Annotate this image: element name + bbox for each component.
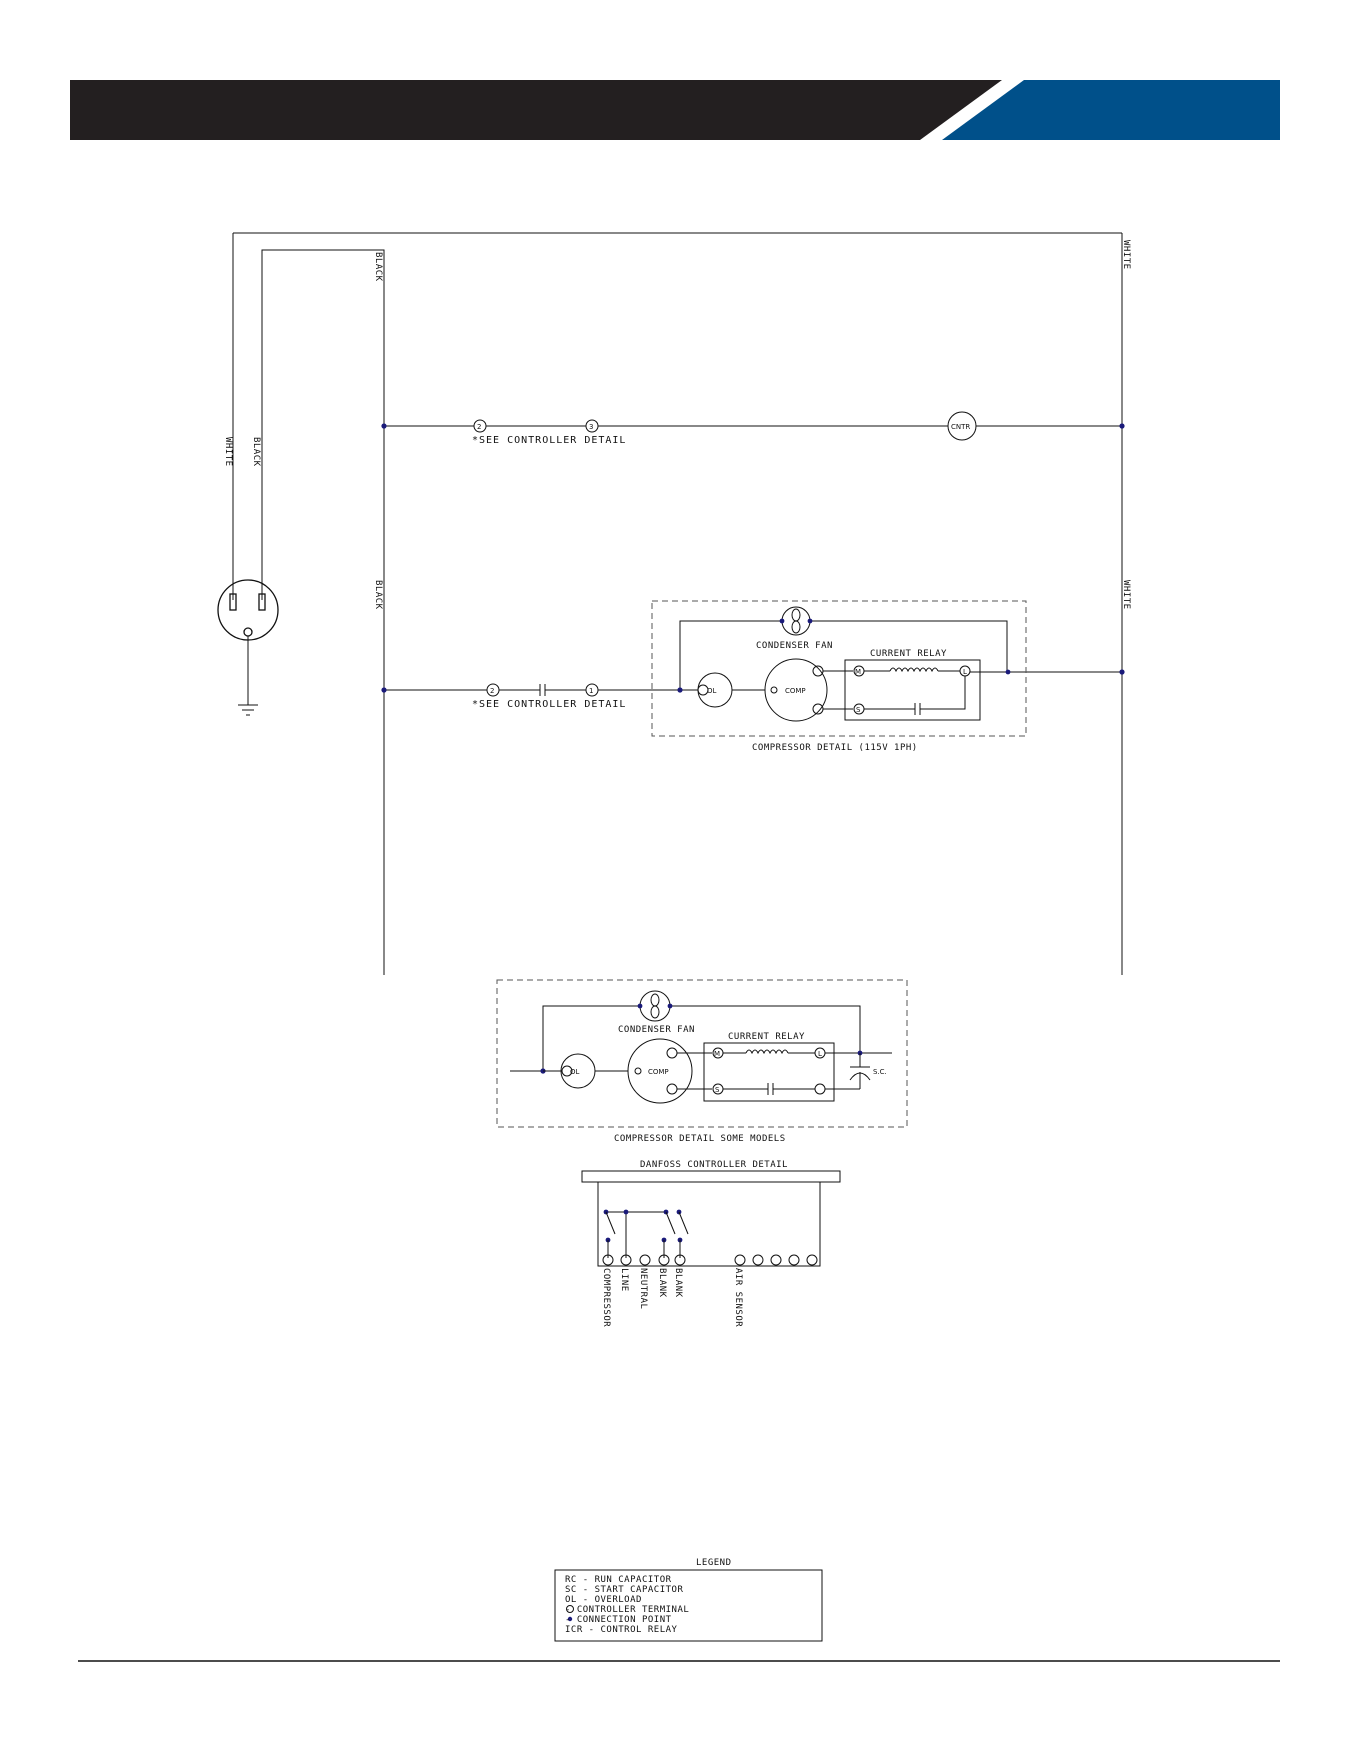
connection-point — [381, 423, 387, 429]
relay-terminal-l: L — [963, 668, 967, 676]
compressor-detail-title: COMPRESSOR DETAIL (115V 1PH) — [752, 743, 918, 753]
danfoss-terminal-icon — [658, 1254, 670, 1266]
compressor-label: COMP — [785, 687, 806, 695]
legend-item: SC - START CAPACITOR — [565, 1585, 683, 1595]
condenser-fan-label: CONDENSER FAN — [756, 641, 833, 651]
legend-item: ICR - CONTROL RELAY — [565, 1625, 678, 1635]
legend-connection-icon — [567, 1616, 573, 1622]
controller-terminal-icon — [486, 683, 500, 697]
header-dark-band — [70, 80, 1002, 140]
overload-label: OL — [570, 1068, 580, 1076]
danfoss-sensor-terminal-icon — [806, 1254, 818, 1266]
danfoss-terminal-label-neutral: NEUTRAL — [638, 1268, 648, 1309]
wire-label-white-cord: WHITE — [223, 437, 233, 467]
danfoss-terminal-icon — [620, 1254, 632, 1266]
compressor-detail-some-models: COMPRESSOR DETAIL SOME MODELS CONDENSER … — [496, 979, 908, 1144]
danfoss-terminal-label-compressor: COMPRESSOR — [601, 1268, 611, 1327]
legend-box — [554, 1569, 823, 1642]
overload-label: OL — [707, 687, 717, 695]
current-relay-label: CURRENT RELAY — [870, 649, 947, 659]
controller-terminal-label: 2 — [477, 423, 481, 431]
plug-prong-right — [258, 593, 266, 611]
relay-terminal-m: M — [855, 668, 861, 676]
danfoss-sensor-terminal-icon — [770, 1254, 782, 1266]
controller-detail-note: *SEE CONTROLLER DETAIL — [472, 435, 626, 446]
danfoss-terminal-label-blank: BLANK — [657, 1268, 667, 1298]
header-blue-band — [942, 80, 1280, 140]
wire-label-white-mid: WHITE — [1121, 580, 1131, 610]
plug-ground-pin — [243, 627, 253, 637]
wire-label-white-top: WHITE — [1121, 240, 1131, 270]
controller-cntr-icon — [947, 411, 977, 441]
current-relay-label: CURRENT RELAY — [728, 1032, 805, 1042]
legend-title: LEGEND — [696, 1558, 732, 1568]
relay-coil-icon — [889, 667, 939, 673]
danfoss-terminal-icon — [602, 1254, 614, 1266]
start-capacitor-label: S.C. — [873, 1068, 887, 1076]
compressor-detail-some-box — [496, 979, 908, 1128]
plug-prong-left — [229, 593, 237, 611]
wire-label-black-top: BLACK — [373, 252, 383, 282]
connection-point — [1119, 423, 1125, 429]
danfoss-terminal-icon — [639, 1254, 651, 1266]
controller-terminal-label: 1 — [589, 687, 593, 695]
relay-terminal-l: L — [818, 1050, 822, 1058]
relay-terminal-s: S — [856, 706, 861, 714]
danfoss-title: DANFOSS CONTROLLER DETAIL — [640, 1160, 788, 1170]
power-plug — [217, 579, 279, 716]
ground-symbol-icon — [238, 704, 258, 716]
danfoss-top-bar — [581, 1170, 841, 1183]
relay-coil-icon — [745, 1049, 789, 1055]
controller-circuit: 2 3 *SEE CONTROLLER DETAIL CNTR — [381, 411, 1125, 446]
connection-point — [381, 687, 387, 693]
connection-point — [1119, 669, 1125, 675]
danfoss-sensor-terminal-icon — [734, 1254, 746, 1266]
wire-label-black-mid: BLACK — [373, 580, 383, 610]
legend: LEGEND RC - RUN CAPACITOR SC - START CAP… — [554, 1558, 823, 1642]
compressor-detail-some-title: COMPRESSOR DETAIL SOME MODELS — [614, 1134, 786, 1144]
current-relay-box — [844, 659, 981, 721]
cntr-label: CNTR — [951, 423, 970, 431]
legend-item: - CONTROLLER TERMINAL — [565, 1605, 689, 1615]
compressor-icon — [764, 658, 828, 722]
compressor-label: COMP — [648, 1068, 669, 1076]
danfoss-sensor-terminal-icon — [788, 1254, 800, 1266]
controller-terminal-icon — [585, 683, 599, 697]
danfoss-terminal-label-line: LINE — [619, 1268, 629, 1292]
controller-terminal-icon — [585, 419, 599, 433]
controller-terminal-label: 3 — [589, 423, 593, 431]
legend-item: - CONNECTION POINT — [565, 1615, 672, 1625]
controller-terminal-icon — [473, 419, 487, 433]
danfoss-body — [597, 1181, 821, 1267]
danfoss-terminal-label-blank: BLANK — [673, 1268, 683, 1298]
current-relay-box — [703, 1042, 835, 1102]
controller-detail-note: *SEE CONTROLLER DETAIL — [472, 699, 626, 710]
legend-item: OL - OVERLOAD — [565, 1595, 642, 1605]
danfoss-air-sensor-label: AIR SENSOR — [733, 1268, 743, 1327]
wire-label-black-cord: BLACK — [251, 437, 261, 467]
main-schematic: BLACK WHITE WHITE BLACK BLACK WHITE — [217, 232, 1131, 975]
header-banner — [70, 80, 1280, 140]
compressor-icon — [627, 1038, 693, 1104]
danfoss-controller-detail: DANFOSS CONTROLLER DETAIL COMPRESSOR LIN… — [581, 1160, 841, 1327]
plug-body — [217, 579, 279, 641]
relay-terminal-s: S — [715, 1086, 720, 1094]
condenser-fan-label: CONDENSER FAN — [618, 1025, 695, 1035]
relay-terminal-m: M — [714, 1050, 720, 1058]
danfoss-sensor-terminal-icon — [752, 1254, 764, 1266]
controller-terminal-label: 2 — [490, 687, 494, 695]
legend-item: RC - RUN CAPACITOR — [565, 1575, 672, 1585]
danfoss-terminal-icon — [674, 1254, 686, 1266]
compressor-circuit: 2 1 *SEE CONTROLLER DETAIL COMPRESSOR DE… — [381, 600, 1125, 753]
compressor-detail-box — [651, 600, 1027, 737]
legend-terminal-icon — [566, 1605, 574, 1613]
black-line-wire — [261, 249, 385, 975]
